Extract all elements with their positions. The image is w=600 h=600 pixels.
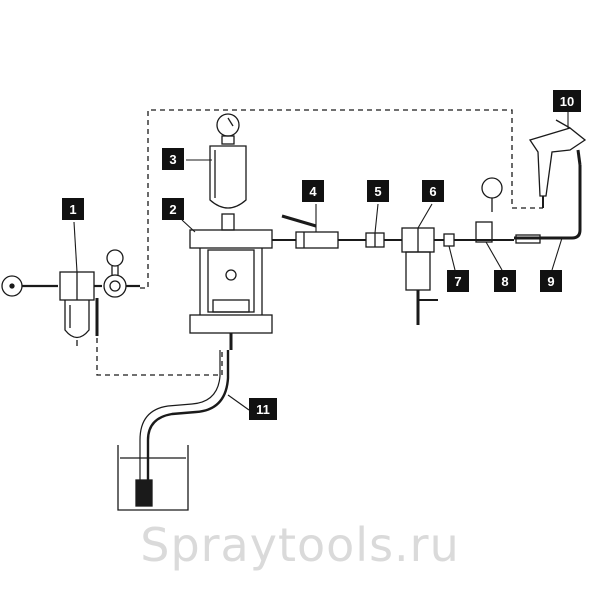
callout-7: 7 [447, 245, 469, 292]
callout-label-3: 3 [169, 152, 176, 167]
callout-leader-2 [181, 219, 196, 233]
air-inlet-gauge [1, 275, 58, 297]
callout-label-1: 1 [69, 202, 76, 217]
callout-11: 11 [227, 394, 277, 420]
callout-box-6 [422, 180, 444, 202]
callout-label-4: 4 [309, 184, 317, 199]
callout-label-9: 9 [547, 274, 554, 289]
callout-label-2: 2 [169, 202, 176, 217]
watermark-text: Spraytools.ru [140, 518, 460, 572]
filter-regulator-unit [59, 249, 140, 346]
callout-label-11: 11 [256, 402, 270, 417]
connector-fitting [443, 233, 470, 247]
callout-leader-1 [73, 221, 78, 273]
callout-leader-6 [417, 203, 433, 229]
callout-box-5 [367, 180, 389, 202]
callout-box-2 [162, 198, 184, 220]
callout-label-5: 5 [374, 184, 381, 199]
callout-3: 3 [162, 148, 212, 170]
air-line-dashed-lower [96, 338, 223, 376]
callout-2: 2 [162, 198, 196, 233]
callout-leader-11 [227, 394, 250, 411]
union-fitting [365, 232, 402, 248]
callout-label-8: 8 [501, 274, 508, 289]
callout-leader-8 [485, 241, 503, 271]
callout-leader-9 [551, 237, 563, 271]
spray-gun [528, 119, 587, 208]
callout-box-4 [302, 180, 324, 202]
fluid-regulator [470, 177, 514, 243]
callout-10: 10 [553, 90, 581, 128]
callout-box-7 [447, 270, 469, 292]
callout-6: 6 [417, 180, 444, 229]
callout-leader-7 [448, 245, 456, 271]
inline-filter [401, 227, 444, 325]
callout-box-3 [162, 148, 184, 170]
callout-box-11 [249, 398, 277, 420]
fluid-hose [514, 165, 582, 244]
callout-box-10 [553, 90, 581, 112]
callout-layer: 1 2 3 4 5 6 7 8 9 10 11 [62, 90, 581, 420]
callout-label-7: 7 [454, 274, 461, 289]
suction-hose [139, 350, 230, 480]
callout-label-6: 6 [429, 184, 436, 199]
callout-9: 9 [540, 237, 563, 292]
pressure-reservoir [209, 113, 247, 231]
pump-body [189, 229, 296, 350]
callout-label-10: 10 [560, 94, 574, 109]
ball-valve [281, 214, 366, 249]
callout-1: 1 [62, 198, 84, 273]
callout-4: 4 [302, 180, 324, 232]
callout-box-9 [540, 270, 562, 292]
callout-box-1 [62, 198, 84, 220]
callout-box-8 [494, 270, 516, 292]
callout-leader-5 [374, 203, 379, 234]
callout-8: 8 [485, 241, 516, 292]
callout-5: 5 [367, 180, 389, 234]
material-container [117, 445, 189, 511]
